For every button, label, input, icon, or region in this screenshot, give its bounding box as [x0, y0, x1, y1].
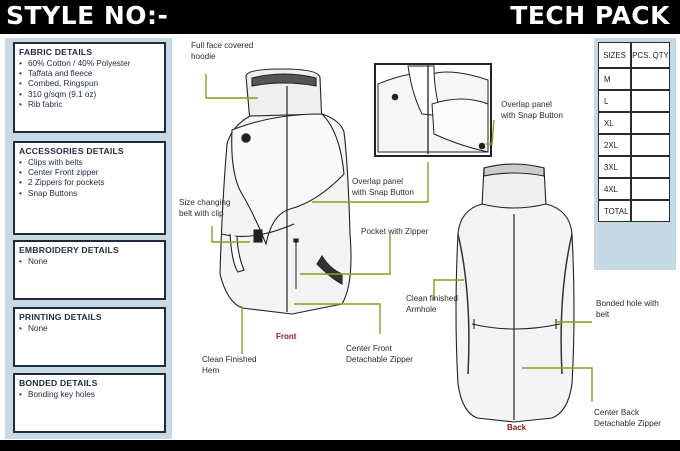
list-item: 60% Cotton / 40% Polyester — [19, 59, 160, 69]
size-cell: L — [598, 90, 631, 112]
size-cell: XL — [598, 112, 631, 134]
bonded-details-title: BONDED DETAILS — [19, 378, 98, 388]
back-view-label: Back — [507, 423, 527, 432]
qty-cell[interactable] — [631, 134, 670, 156]
front-view-label: Front — [276, 332, 297, 341]
front-view — [219, 68, 352, 315]
printing-details-title: PRINTING DETAILS — [19, 312, 102, 322]
fabric-details-box: FABRIC DETAILS 60% Cotton / 40% Polyeste… — [13, 42, 166, 133]
accessories-details-list: Clips with belts Center Front zipper 2 Z… — [19, 158, 160, 199]
callout-center-front-zip: Center Front Detachable Zipper — [346, 344, 413, 364]
callout-clean-hem: Clean Finished Hem — [202, 355, 257, 375]
table-row: XL — [598, 112, 670, 134]
accessories-details-title: ACCESSORIES DETAILS — [19, 146, 124, 156]
list-item: Combed, Ringspun — [19, 79, 160, 89]
list-item: 2 Zippers for pockets — [19, 178, 160, 188]
sizes-panel: SIZES PCS. QTY M L XL 2XL 3XL 4XL TOTAL — [594, 38, 676, 270]
detail-inset — [374, 63, 492, 157]
embroidery-details-title: EMBROIDERY DETAILS — [19, 245, 119, 255]
tech-pack-title: TECH PACK — [510, 1, 670, 30]
list-item: None — [19, 257, 160, 267]
callout-center-back-zip: Center Back Detachable Zipper — [594, 408, 661, 428]
callout-overlap-snap-top: Overlap panel with Snap Button — [501, 100, 563, 120]
callout-overlap-snap-mid: Overlap panel with Snap Button — [352, 177, 414, 197]
table-row: L — [598, 90, 670, 112]
qty-cell[interactable] — [631, 156, 670, 178]
qty-cell[interactable] — [631, 112, 670, 134]
pcs-qty-header: PCS. QTY — [631, 42, 670, 68]
table-row: 2XL — [598, 134, 670, 156]
size-cell: TOTAL — [598, 200, 631, 222]
style-no-title: STYLE NO:- — [6, 1, 169, 30]
callout-size-belt-clip: Size changing belt with clip — [179, 198, 231, 218]
details-panel: FABRIC DETAILS 60% Cotton / 40% Polyeste… — [5, 38, 172, 439]
sizes-table: SIZES PCS. QTY M L XL 2XL 3XL 4XL TOTAL — [598, 42, 670, 222]
table-row: M — [598, 68, 670, 90]
table-row: SIZES PCS. QTY — [598, 42, 670, 68]
garment-drawings: Front Back — [205, 63, 593, 432]
printing-details-list: None — [19, 324, 160, 334]
callout-lines — [205, 74, 593, 402]
size-cell: 3XL — [598, 156, 631, 178]
bonded-details-box: BONDED DETAILS Bonding key holes — [13, 373, 166, 433]
bonded-details-list: Bonding key holes — [19, 390, 160, 400]
embroidery-details-box: EMBROIDERY DETAILS None — [13, 240, 166, 300]
fabric-details-title: FABRIC DETAILS — [19, 47, 93, 57]
list-item: Snap Buttons — [19, 189, 160, 199]
callout-pocket-zipper: Pocket with Zipper — [361, 227, 429, 236]
accessories-details-box: ACCESSORIES DETAILS Clips with belts Cen… — [13, 141, 166, 235]
table-row: 3XL — [598, 156, 670, 178]
footer-bar — [0, 440, 680, 451]
qty-cell[interactable] — [631, 68, 670, 90]
list-item: Clips with belts — [19, 158, 160, 168]
printing-details-box: PRINTING DETAILS None — [13, 307, 166, 367]
qty-cell[interactable] — [631, 178, 670, 200]
size-cell: 2XL — [598, 134, 631, 156]
qty-cell[interactable] — [631, 200, 670, 222]
list-item: Center Front zipper — [19, 168, 160, 178]
list-item: Bonding key holes — [19, 390, 160, 400]
callout-clean-armhole: Clean finished Armhole — [406, 294, 458, 314]
list-item: Taffata and fleece — [19, 69, 160, 79]
header-bar: STYLE NO:- TECH PACK — [0, 0, 680, 34]
qty-cell[interactable] — [631, 90, 670, 112]
table-row: TOTAL — [598, 200, 670, 222]
size-cell: M — [598, 68, 631, 90]
table-row: 4XL — [598, 178, 670, 200]
list-item: None — [19, 324, 160, 334]
callout-full-face-hoodie: Full face covered hoodie — [191, 41, 254, 61]
embroidery-details-list: None — [19, 257, 160, 267]
sizes-header: SIZES — [598, 42, 631, 68]
back-view — [455, 163, 575, 423]
callout-bonded-hole-belt: Bonded hole with belt — [596, 299, 659, 319]
list-item: Rib fabric — [19, 100, 160, 110]
size-cell: 4XL — [598, 178, 631, 200]
list-item: 310 g/sqm (9.1 oz) — [19, 90, 160, 100]
fabric-details-list: 60% Cotton / 40% Polyester Taffata and f… — [19, 59, 160, 110]
